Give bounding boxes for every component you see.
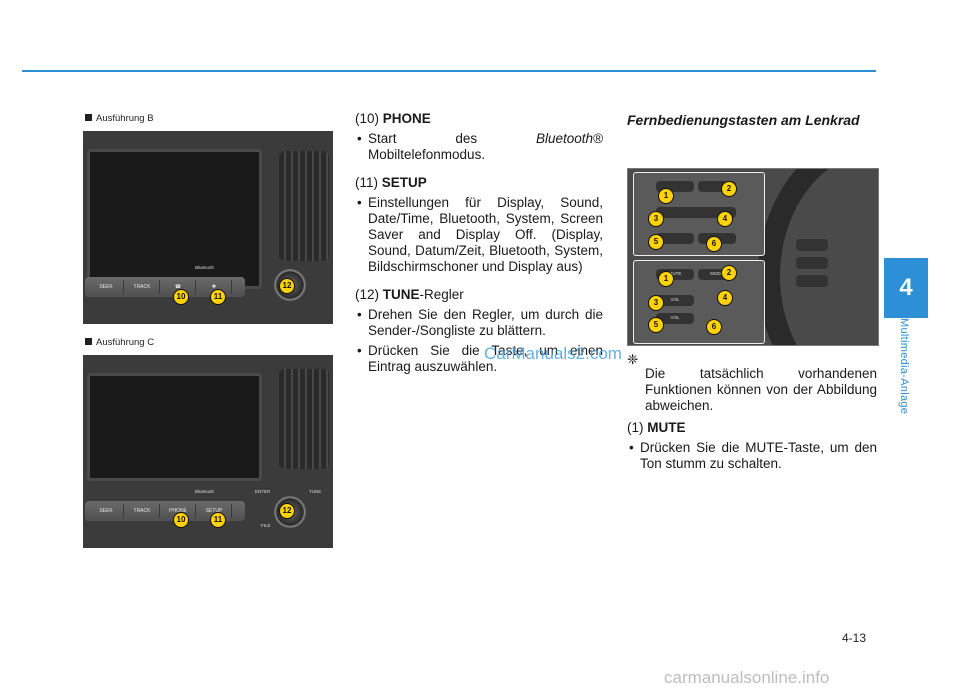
item-1: (1) MUTE Drücken Sie die MUTE-Taste, um … (627, 420, 877, 472)
display-screen (87, 373, 262, 481)
item-name: MUTE (647, 420, 686, 435)
note-text: Die tatsächlich vorhandenen Funktionen k… (645, 365, 877, 413)
seek-button: SEEK (89, 504, 124, 518)
caption-b: Ausführung B (85, 113, 154, 124)
item-10-bullet: Start des Bluetooth® Mobiltelefonmodus. (355, 131, 603, 163)
section-heading: Fernbedienungstasten am Lenkrad (627, 112, 860, 128)
note: ❈ Die tatsächlich vorhandenen Funktionen… (627, 352, 877, 427)
item-number: (12) (355, 287, 380, 302)
watermark-bottom: carmanualsonline.info (664, 668, 830, 687)
file-label: FILE (261, 523, 271, 528)
wheel-switch (656, 233, 694, 244)
setup-button: SETUP (197, 504, 232, 518)
item-suffix: -Regler (419, 287, 464, 302)
track-button: TRACK (125, 504, 160, 518)
air-vent (279, 151, 329, 261)
inset-upper: 1 2 3 4 5 6 (633, 172, 765, 256)
middle-column: (10) PHONE Start des Bluetooth® Mobiltel… (355, 111, 603, 375)
item-12-title: (12) TUNE-Regler (355, 287, 603, 303)
mute-switch: MUTE (656, 269, 694, 280)
setup-button: ✱ (197, 280, 232, 294)
callout-1: 1 (658, 188, 674, 204)
callout-4: 4 (717, 290, 733, 306)
item-name: TUNE (382, 287, 420, 302)
square-bullet-icon (85, 338, 92, 345)
vol-down-switch: VOL (656, 313, 694, 324)
figure-b-photo: Bluetooth SEEK TRACK ☎ ✱ 10 11 12 (83, 131, 333, 324)
item-name: PHONE (382, 111, 431, 126)
enter-label: ENTER (255, 489, 271, 494)
callout-5: 5 (648, 234, 664, 250)
chapter-tab: 4 (884, 258, 928, 318)
brand-label: Bluetooth (195, 489, 215, 494)
callout-12: 12 (279, 278, 295, 294)
callout-6: 6 (706, 319, 722, 335)
brand-label: Bluetooth (195, 265, 215, 270)
callout-6: 6 (706, 236, 722, 252)
air-vent (279, 369, 329, 469)
callout-5: 5 (648, 317, 664, 333)
wheel-switch (796, 239, 828, 251)
wheel-switch (656, 207, 736, 218)
callout-11: 11 (210, 512, 226, 528)
item-number: (10) (355, 111, 380, 126)
callout-4: 4 (717, 211, 733, 227)
watermark-top: CarManuals2.com (484, 344, 622, 363)
callout-12: 12 (279, 503, 295, 519)
callout-3: 3 (648, 211, 664, 227)
caption-c-text: Ausführung C (96, 337, 155, 348)
bullet-text: Start des (368, 131, 536, 146)
callout-10: 10 (173, 512, 189, 528)
phone-button: PHONE (161, 504, 196, 518)
button-row: SEEK TRACK PHONE SETUP (85, 501, 245, 521)
tune-label: TUNE (309, 489, 322, 494)
track-button: TRACK (125, 280, 160, 294)
seek-button: SEEK (89, 280, 124, 294)
page-number: 4-13 (842, 631, 867, 645)
bullet-emphasis: Bluetooth® (536, 131, 603, 146)
caption-c: Ausführung C (85, 337, 154, 348)
square-bullet-icon (85, 114, 92, 121)
wheel-switch (796, 257, 828, 269)
callout-2: 2 (721, 265, 737, 281)
item-name: SETUP (381, 175, 427, 190)
note-mark-icon: ❈ (627, 352, 639, 367)
callout-1: 1 (658, 271, 674, 287)
item-11-title: (11) SETUP (355, 175, 603, 191)
header-rule (22, 70, 876, 72)
vol-up-switch: VOL (656, 295, 694, 306)
bullet-text: Mobiltelefonmodus. (368, 147, 486, 162)
callout-11: 11 (210, 289, 226, 305)
phone-button: ☎ (161, 280, 196, 294)
figure-c-photo: Bluetooth SEEK TRACK PHONE SETUP ENTER T… (83, 355, 333, 548)
inset-lower: MUTE MODE VOL VOL 1 2 3 4 5 6 (633, 260, 765, 344)
mode-switch: MODE (698, 269, 736, 280)
item-10-title: (10) PHONE (355, 111, 603, 127)
callout-2: 2 (721, 181, 737, 197)
section-tab-label: Multimedia-Anlage (884, 318, 928, 448)
steering-wheel-figure: 1 2 3 4 5 6 MUTE MODE VOL VOL 1 2 3 4 5 … (627, 168, 879, 346)
section-name: Multimedia-Anlage (898, 318, 910, 415)
button-row: SEEK TRACK ☎ ✱ (85, 277, 245, 297)
callout-3: 3 (648, 295, 664, 311)
item-12-bullet-1: Drehen Sie den Regler, um durch die Send… (355, 307, 603, 339)
wheel-switch (698, 181, 736, 192)
item-12-bullet-2: Drücken Sie die Taste, um einen Eintrag … (355, 343, 603, 375)
wheel-switch (796, 275, 828, 287)
item-1-title: (1) MUTE (627, 420, 877, 436)
item-number: (1) (627, 420, 644, 435)
wheel-switch (656, 181, 694, 192)
item-11-bullet: Einstellungen für Display, Sound, Date/T… (355, 195, 603, 275)
item-1-bullet: Drücken Sie die MUTE-Taste, um den Ton s… (627, 440, 877, 472)
item-number: (11) (355, 175, 379, 190)
caption-b-text: Ausführung B (96, 113, 154, 124)
display-screen (87, 149, 262, 289)
callout-10: 10 (173, 289, 189, 305)
